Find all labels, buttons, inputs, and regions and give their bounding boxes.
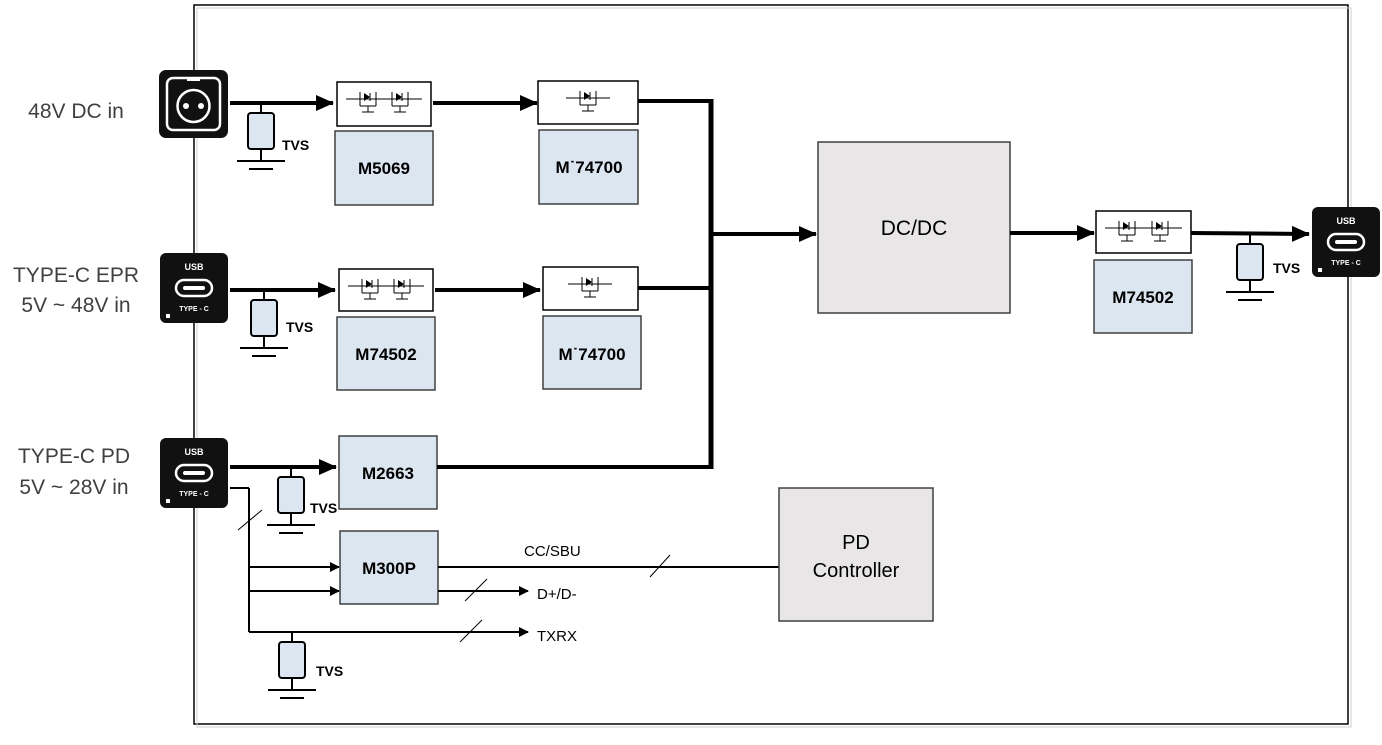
block-m2663-label: M2663 bbox=[362, 464, 414, 483]
label-epr-voltage: 5V ~ 48V in bbox=[21, 294, 130, 317]
block-m2663 bbox=[338, 435, 438, 510]
signal-dp-dm: D+/D- bbox=[537, 586, 577, 603]
mosfet-symbol-block bbox=[537, 80, 639, 125]
block-m300p-label: M300P bbox=[362, 559, 416, 578]
mosfet-symbol-block bbox=[1095, 210, 1192, 254]
block-m74700-row2 bbox=[542, 315, 642, 390]
tvs-label-2: TVS bbox=[286, 319, 313, 335]
svg-text:TYPE - C: TYPE - C bbox=[179, 306, 209, 313]
svg-text:USB: USB bbox=[1336, 216, 1356, 226]
tvs-label-3: TVS bbox=[310, 500, 337, 516]
block-m5069-label: M5069 bbox=[358, 159, 410, 178]
usb-c-pd-icon: USB TYPE - C bbox=[158, 436, 230, 510]
usb-c-epr-icon: USB TYPE - C bbox=[158, 251, 230, 325]
mosfet-symbol-block bbox=[542, 266, 639, 311]
block-pd-controller-line1: PD bbox=[842, 532, 870, 554]
block-m300p bbox=[339, 530, 439, 605]
signal-cc-sbu: CC/SBU bbox=[524, 543, 581, 560]
label-type-c-pd: TYPE-C PD bbox=[18, 445, 130, 468]
block-m74700-top-label: M˙74700 bbox=[555, 158, 622, 177]
block-m74502-row2-label: M74502 bbox=[355, 345, 416, 364]
svg-text:USB: USB bbox=[184, 447, 204, 457]
svg-text:TYPE - C: TYPE - C bbox=[179, 491, 209, 498]
block-pd-controller-line2: Controller bbox=[813, 560, 900, 582]
tvs-label-1: TVS bbox=[282, 137, 309, 153]
tvs-label-out: TVS bbox=[1273, 260, 1300, 276]
block-pd-controller bbox=[778, 487, 934, 622]
svg-text:TYPE - C: TYPE - C bbox=[1331, 260, 1361, 267]
label-48v-dc-in: 48V DC in bbox=[28, 100, 124, 123]
block-m74700-top bbox=[538, 129, 639, 205]
block-m5069 bbox=[334, 130, 434, 206]
label-pd-voltage: 5V ~ 28V in bbox=[19, 476, 128, 499]
block-m74502-row2 bbox=[336, 316, 436, 391]
block-dcdc bbox=[817, 141, 1011, 314]
mosfet-symbol-block bbox=[338, 268, 434, 312]
dc-socket-icon bbox=[159, 70, 228, 138]
usb-c-output-icon: USB TYPE - C bbox=[1310, 205, 1382, 279]
tvs-label-4: TVS bbox=[316, 663, 343, 679]
block-dcdc-label: DC/DC bbox=[881, 217, 948, 240]
svg-text:USB: USB bbox=[184, 262, 204, 272]
mosfet-symbol-block bbox=[336, 81, 432, 127]
signal-txrx: TXRX bbox=[537, 628, 577, 645]
block-m74700-row2-label: M˙74700 bbox=[558, 345, 625, 364]
block-m74502-out bbox=[1093, 259, 1193, 334]
label-type-c-epr: TYPE-C EPR bbox=[13, 264, 139, 287]
block-m74502-out-label: M74502 bbox=[1112, 288, 1173, 307]
